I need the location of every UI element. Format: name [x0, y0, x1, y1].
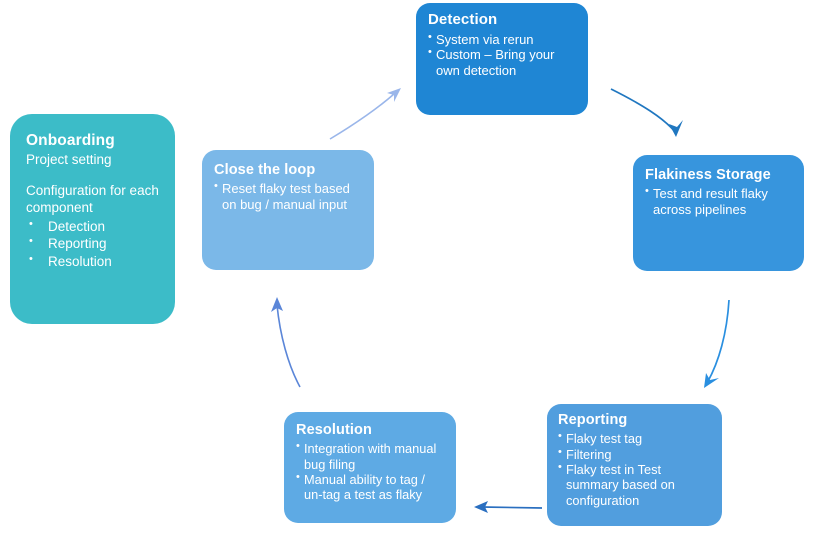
node-onboarding-paragraph: Configuration for each component — [26, 182, 159, 215]
list-item: Filtering — [558, 446, 712, 462]
node-detection-title: Detection — [428, 11, 498, 28]
list-item: Resolution — [26, 252, 161, 271]
list-item: Reset flaky test based on bug / manual i… — [214, 180, 364, 212]
node-flakiness-storage-title: Flakiness Storage — [645, 167, 771, 183]
node-flakiness-storage[interactable]: Flakiness Storage Test and result flaky … — [633, 155, 804, 271]
node-onboarding-subtitle: Project setting — [26, 152, 112, 168]
node-flakiness-storage-bullets: Test and result flaky across pipelines — [645, 185, 794, 217]
node-close-the-loop-bullets: Reset flaky test based on bug / manual i… — [214, 180, 364, 212]
arrow-close-the-loop-to-detection — [329, 88, 401, 140]
list-item: Flaky test tag — [558, 430, 712, 446]
node-close-the-loop-title: Close the loop — [214, 162, 316, 178]
list-item: Flaky test in Test summary based on conf… — [558, 461, 712, 508]
list-item: Integration with manual bug filing — [296, 440, 446, 472]
node-detection-bullets: System via rerun Custom – Bring your own… — [428, 31, 578, 79]
node-reporting-bullets: Flaky test tag Filtering Flaky test in T… — [558, 430, 712, 508]
node-resolution-bullets: Integration with manual bug filing Manua… — [296, 440, 446, 503]
node-close-the-loop[interactable]: Close the loop Reset flaky test based on… — [202, 150, 374, 270]
list-item: Reporting — [26, 234, 161, 253]
arrow-detection-to-storage — [610, 88, 683, 137]
list-item: System via rerun — [428, 31, 578, 48]
node-onboarding[interactable]: Onboarding Project setting Configuration… — [10, 114, 175, 324]
list-item: Detection — [26, 217, 161, 236]
arrow-resolution-to-close-the-loop — [271, 297, 301, 388]
node-onboarding-bullets: Detection Reporting Resolution — [26, 217, 161, 271]
node-onboarding-title: Onboarding — [26, 132, 115, 149]
node-reporting[interactable]: Reporting Flaky test tag Filtering Flaky… — [547, 404, 722, 526]
node-reporting-title: Reporting — [558, 412, 628, 428]
node-detection[interactable]: Detection System via rerun Custom – Brin… — [416, 3, 588, 115]
arrow-storage-to-reporting — [704, 299, 730, 388]
node-resolution[interactable]: Resolution Integration with manual bug f… — [284, 412, 456, 523]
node-resolution-title: Resolution — [296, 422, 372, 438]
arrow-reporting-to-resolution — [474, 501, 543, 513]
list-item: Test and result flaky across pipelines — [645, 185, 794, 217]
list-item: Custom – Bring your own detection — [428, 46, 578, 78]
list-item: Manual ability to tag / un-tag a test as… — [296, 471, 446, 503]
